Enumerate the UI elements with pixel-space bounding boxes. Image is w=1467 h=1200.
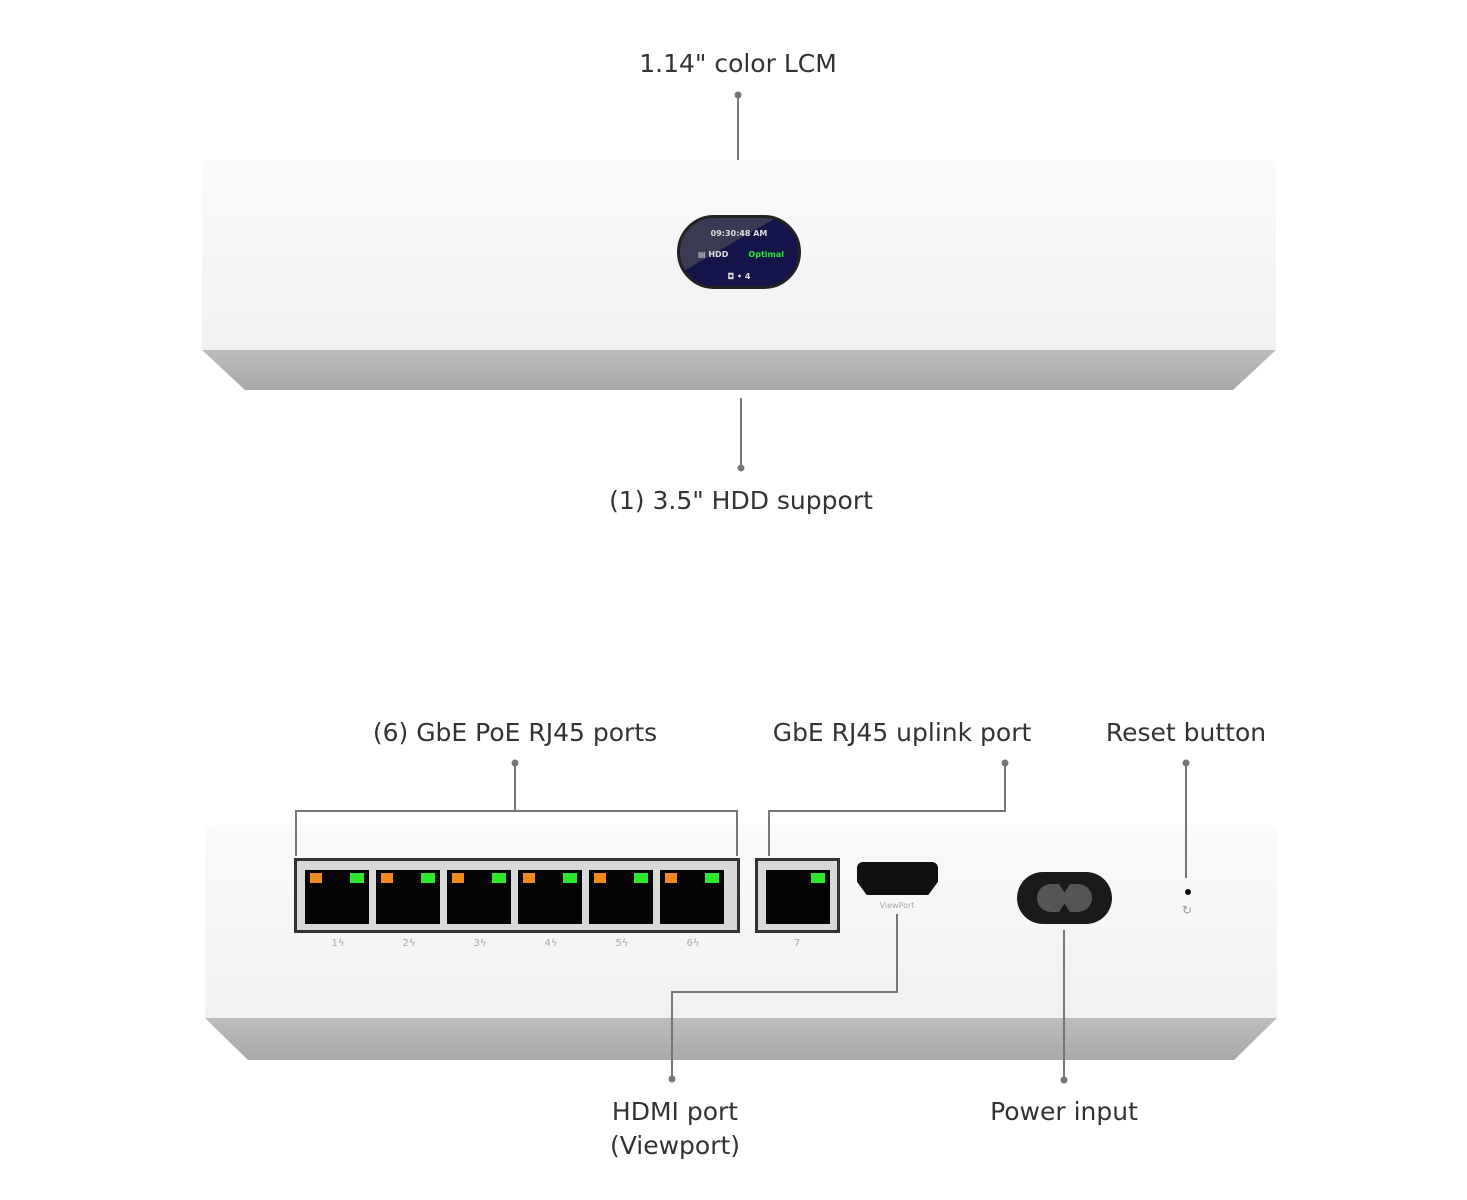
port-number: 5ϟ [615, 938, 629, 949]
port-number: 2ϟ [402, 938, 416, 949]
callout-line [1185, 763, 1187, 878]
reset-label: Reset button [1105, 718, 1267, 747]
power-socket-icon [1037, 884, 1092, 912]
rj45-port-4[interactable] [518, 870, 582, 924]
rj45-port-2[interactable] [376, 870, 440, 924]
hdd-icon: ▤ [698, 250, 706, 259]
port-number: 6ϟ [686, 938, 700, 949]
hdmi-label-line2: (Viewport) [609, 1131, 741, 1160]
hdmi-print: ViewPort [879, 901, 915, 910]
bracket-line [295, 810, 297, 856]
power-input[interactable] [1017, 872, 1112, 924]
rear-device-base [205, 1018, 1277, 1060]
callout-line [896, 914, 898, 993]
callout-line [671, 991, 673, 1079]
uplink-label: GbE RJ45 uplink port [772, 718, 1032, 747]
screen-drive: ▤ HDD [698, 250, 728, 259]
callout-dot [668, 1075, 676, 1083]
callout-line [1063, 930, 1065, 1080]
callout-line [768, 810, 770, 856]
screen-status: Optimal [748, 250, 784, 259]
rj45-uplink-port[interactable] [766, 870, 830, 924]
callout-line [671, 991, 898, 993]
callout-dot [1060, 1076, 1068, 1084]
uplink-port-panel [755, 858, 840, 933]
reset-icon: ↻ [1182, 903, 1193, 917]
rj45-port-6[interactable] [660, 870, 724, 924]
poe-port-panel [294, 858, 740, 933]
callout-line [768, 810, 1006, 812]
camera-count: • 4 [737, 272, 751, 281]
rj45-port-3[interactable] [447, 870, 511, 924]
hdd-label: (1) 3.5" HDD support [609, 486, 873, 515]
power-label: Power input [990, 1097, 1138, 1126]
port-number: 3ϟ [473, 938, 487, 949]
hdmi-port[interactable] [857, 862, 938, 895]
lcm-label: 1.14" color LCM [639, 49, 837, 78]
callout-line [1004, 763, 1006, 812]
callout-line [514, 763, 516, 811]
bracket-line [736, 810, 738, 856]
poe-ports-label: (6) GbE PoE RJ45 ports [372, 718, 658, 747]
camera-icon: ◘ [727, 272, 735, 281]
port-number: 4ϟ [544, 938, 558, 949]
callout-line [740, 398, 742, 468]
rj45-port-1[interactable] [305, 870, 369, 924]
hdmi-label-line1: HDMI port [611, 1097, 739, 1126]
lcm-screen: 09:30:48 AM ▤ HDD Optimal ◘ • 4 [677, 215, 801, 289]
port-number: 7 [793, 938, 801, 949]
port-number: 1ϟ [331, 938, 345, 949]
callout-dot [737, 464, 745, 472]
rj45-port-5[interactable] [589, 870, 653, 924]
callout-line [737, 95, 739, 217]
drive-text: HDD [708, 250, 729, 259]
reset-button[interactable] [1185, 889, 1191, 895]
front-device-base [202, 350, 1276, 390]
screen-time: 09:30:48 AM [710, 229, 768, 238]
bracket-line [295, 810, 738, 812]
screen-cameras: ◘ • 4 [680, 272, 798, 281]
hdmi-label: HDMI port (Viewport) [610, 1095, 740, 1163]
